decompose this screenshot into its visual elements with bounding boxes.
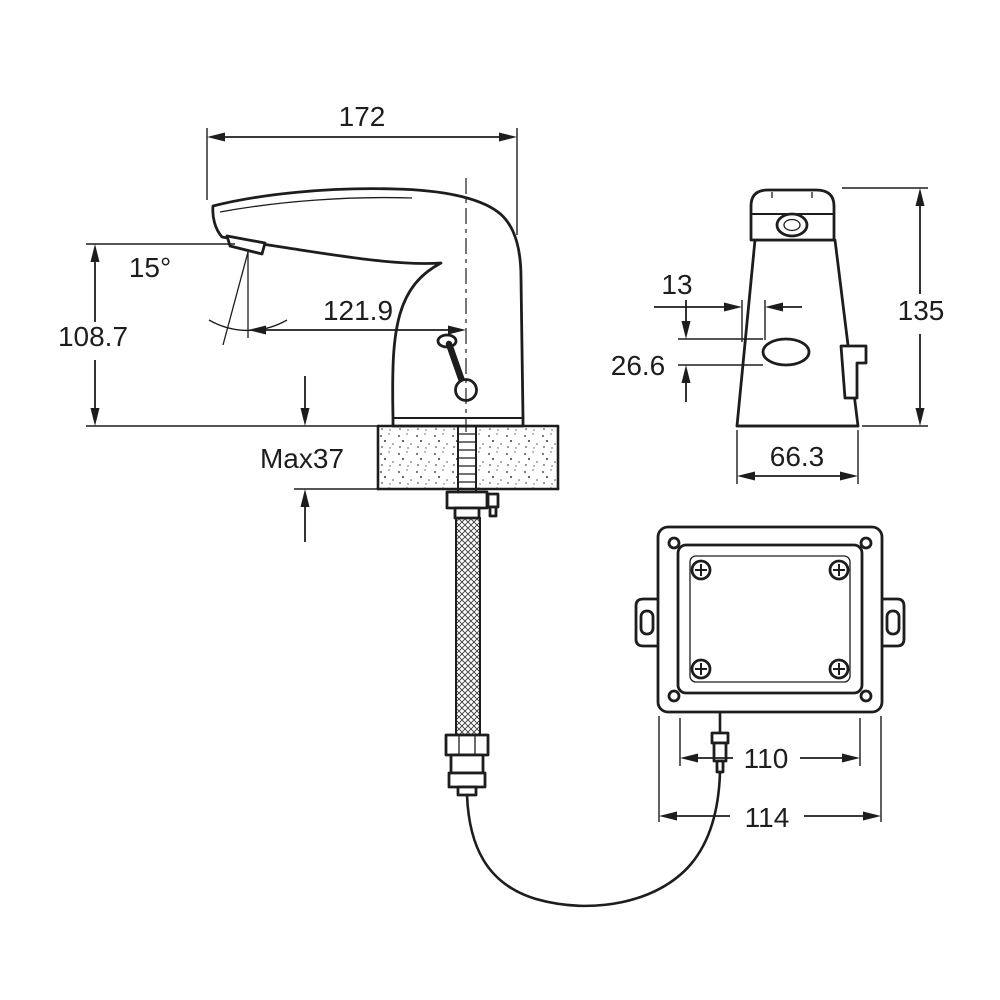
- spray-angle-graphic: [208, 251, 288, 346]
- phillips-screw-icon: [690, 658, 712, 680]
- faucet-side-view: [208, 178, 525, 432]
- dim-deck-thickness: Max37: [260, 376, 380, 542]
- supply-hose: [455, 517, 481, 736]
- dim-box-inner-width: 110: [679, 718, 861, 774]
- cable-connector: [710, 731, 730, 774]
- corner-screw-icon: [859, 536, 873, 550]
- outlet-reach-dim-label: 121.9: [323, 295, 393, 326]
- phillips-screw-icon: [690, 559, 712, 581]
- control-box-lid: [676, 543, 864, 695]
- overall-height-dim-label: 135: [898, 295, 945, 326]
- temperature-lever-front: [839, 344, 868, 400]
- dim-outlet-height: 108.7: [58, 243, 378, 427]
- spout-width-dim-label: 172: [339, 101, 386, 132]
- phillips-screw-icon: [828, 658, 850, 680]
- control-box: [634, 525, 906, 774]
- sensor-offset-dim-label: 13: [661, 269, 692, 300]
- sensor-window-height-dim-label: 26.6: [611, 350, 666, 381]
- dim-box-outer-width: 114: [658, 716, 882, 833]
- outlet-height-dim-label: 108.7: [58, 321, 128, 352]
- hose-fitting: [444, 733, 490, 797]
- faucet-body-side: [211, 187, 525, 428]
- sensor-window: [761, 337, 811, 367]
- box-outer-width-dim-label: 114: [745, 802, 790, 833]
- corner-screw-icon: [859, 689, 873, 703]
- box-inner-width-dim-label: 110: [744, 743, 789, 774]
- sensor-cable: [465, 770, 722, 908]
- mounting-nut: [445, 490, 500, 520]
- phillips-screw-icon: [828, 559, 850, 581]
- dim-base-width: 66.3: [736, 430, 859, 484]
- mounting-ear-right: [882, 597, 906, 648]
- corner-screw-icon: [667, 536, 681, 550]
- spray-angle-dim-label: 15°: [129, 252, 171, 283]
- faucet-body-front: [735, 238, 860, 428]
- dim-top-width: 172: [206, 101, 518, 235]
- faucet-front-view: [735, 188, 868, 428]
- spray-angle-arc: [208, 319, 288, 332]
- dim-sensor-offset: 13: [654, 269, 802, 342]
- mounting-ear-left: [634, 597, 658, 648]
- corner-screw-icon: [667, 689, 681, 703]
- aerator-front: [775, 212, 809, 238]
- dim-outlet-reach: 121.9: [248, 295, 466, 335]
- under-deck-connector: [486, 492, 500, 509]
- deck-thickness-dim-label: Max37: [260, 443, 344, 474]
- aerator-side: [225, 234, 267, 256]
- dim-sensor-window-height: 26.6: [611, 300, 763, 402]
- base-width-dim-label: 66.3: [770, 441, 825, 472]
- threaded-shank: [457, 427, 477, 492]
- dim-overall-height: 135: [842, 187, 945, 427]
